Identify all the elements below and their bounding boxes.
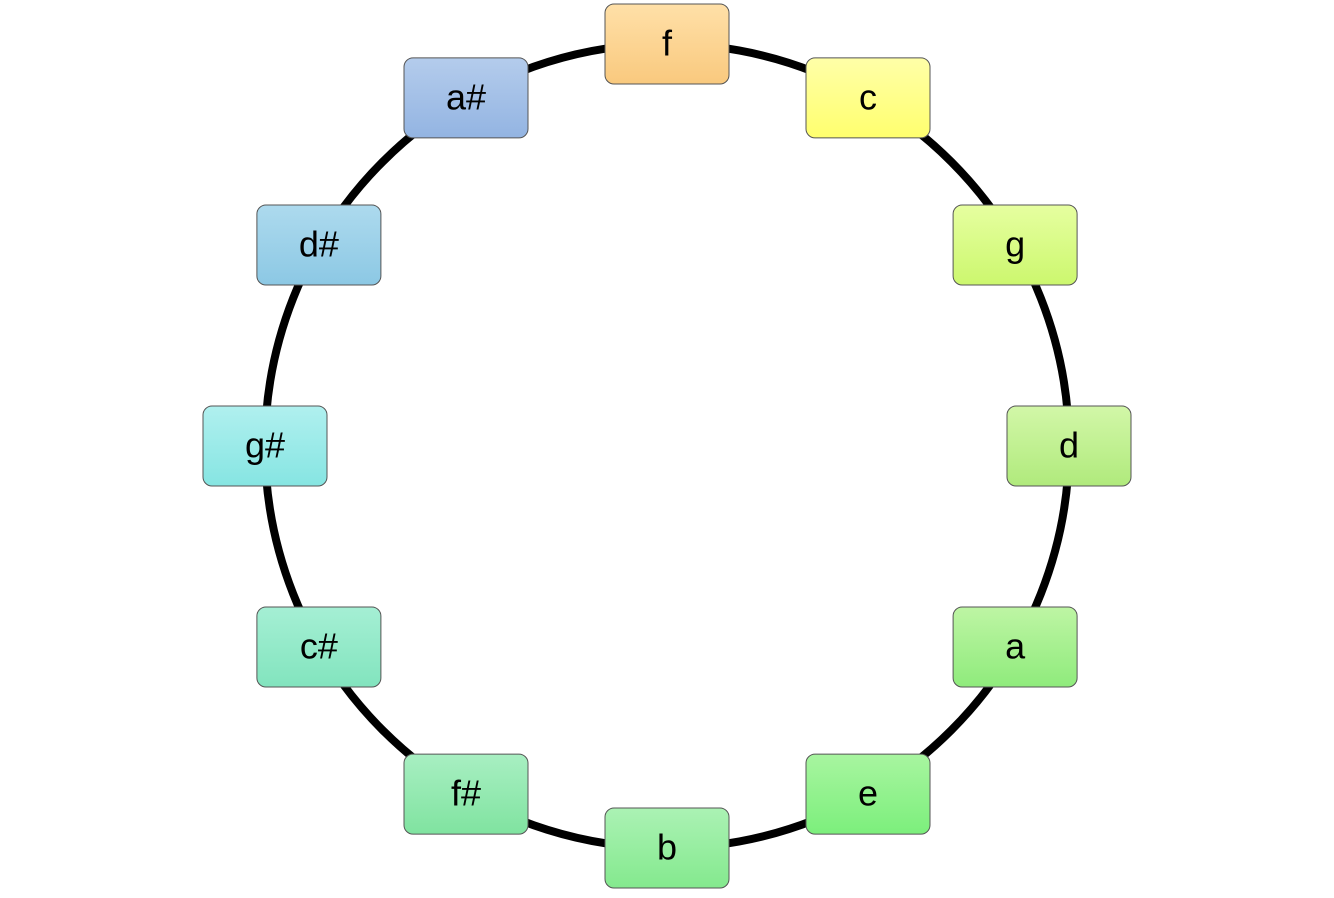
note-label-d-sharp: d# (299, 224, 339, 265)
note-node-d-sharp: d# (256, 204, 382, 286)
note-label-c-sharp: c# (300, 626, 338, 667)
note-box-f-sharp (403, 753, 529, 835)
note-box-a-sharp (403, 57, 529, 139)
note-box-a (952, 606, 1078, 688)
note-label-f-sharp: f# (451, 773, 481, 814)
circle-ring (261, 40, 1073, 852)
note-node-a: a (952, 606, 1078, 688)
note-label-b: b (657, 827, 677, 868)
note-label-g: g (1005, 224, 1025, 265)
note-box-c (805, 57, 931, 139)
note-box-f (604, 3, 730, 85)
note-box-b (604, 807, 730, 889)
note-nodes: f c g d a e b f# c# g# d# a# (202, 3, 1132, 889)
note-node-b: b (604, 807, 730, 889)
note-node-g: g (952, 204, 1078, 286)
note-node-f-sharp: f# (403, 753, 529, 835)
note-label-g-sharp: g# (245, 425, 285, 466)
note-box-e (805, 753, 931, 835)
note-label-f: f (662, 23, 673, 64)
note-box-g (952, 204, 1078, 286)
note-box-c-sharp (256, 606, 382, 688)
note-box-d-sharp (256, 204, 382, 286)
note-box-g-sharp (202, 405, 328, 487)
note-box-d (1006, 405, 1132, 487)
note-label-a: a (1005, 626, 1026, 667)
note-node-c-sharp: c# (256, 606, 382, 688)
note-label-d: d (1059, 425, 1079, 466)
note-node-a-sharp: a# (403, 57, 529, 139)
note-node-d: d (1006, 405, 1132, 487)
note-node-g-sharp: g# (202, 405, 328, 487)
note-node-e: e (805, 753, 931, 835)
note-label-e: e (858, 773, 878, 814)
note-node-c: c (805, 57, 931, 139)
note-label-a-sharp: a# (446, 76, 486, 117)
note-node-f: f (604, 3, 730, 85)
note-label-c: c (859, 76, 877, 117)
